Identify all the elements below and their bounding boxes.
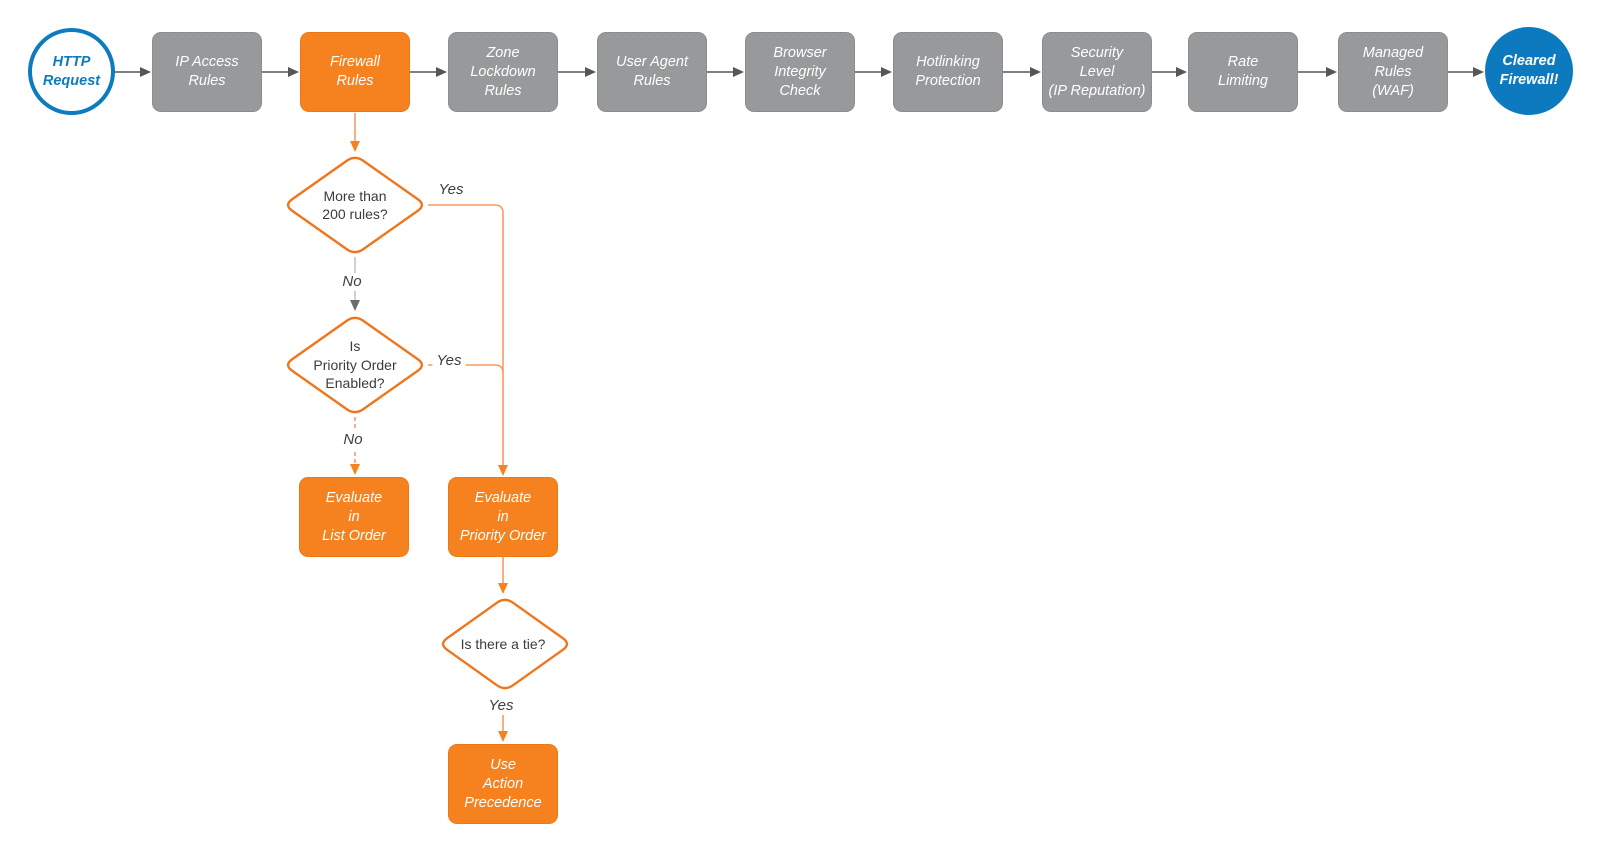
stage-zone-lockdown-rules: Zone Lockdown Rules <box>448 32 558 112</box>
action-label: Use Action Precedence <box>464 756 542 811</box>
edge-label-yes-tie: Yes <box>484 697 518 715</box>
stage-label: Managed Rules (WAF) <box>1362 44 1424 99</box>
action-use-action-precedence: Use Action Precedence <box>448 744 558 824</box>
action-evaluate-in-priority-order: Evaluate in Priority Order <box>448 477 558 557</box>
stage-ip-access-rules: IP Access Rules <box>152 32 262 112</box>
stage-label: Firewall Rules <box>330 54 380 89</box>
stage-rate-limiting: Rate Limiting <box>1188 32 1298 112</box>
start-node-http-request: HTTP Request <box>28 28 115 115</box>
stage-browser-integrity-check: Browser Integrity Check <box>745 32 855 112</box>
diamond-shape <box>441 598 569 690</box>
stage-label: User Agent Rules <box>616 54 688 89</box>
stage-label: Rate Limiting <box>1218 54 1268 89</box>
stage-user-agent-rules: User Agent Rules <box>597 32 707 112</box>
decision-question: More than 200 rules? <box>322 187 388 223</box>
stage-label: Browser Integrity Check <box>773 44 827 99</box>
stage-label: Hotlinking Protection <box>915 54 981 89</box>
edge-label-no-more-than-200: No <box>338 273 366 291</box>
action-label: Evaluate in Priority Order <box>459 489 547 544</box>
diamond-shape <box>286 156 424 254</box>
edge-label-yes-more-than-200: Yes <box>438 181 464 198</box>
stage-label: IP Access Rules <box>175 54 239 89</box>
end-node-cleared-firewall: Cleared Firewall! <box>1485 27 1573 115</box>
decision-question: Is Priority Order Enabled? <box>313 338 397 392</box>
edge-label-no-priority-order: No <box>339 431 367 449</box>
stage-managed-rules-waf: Managed Rules (WAF) <box>1338 32 1448 112</box>
stage-security-level-ip-reputation: Security Level (IP Reputation) <box>1042 32 1152 112</box>
stage-hotlinking-protection: Hotlinking Protection <box>893 32 1003 112</box>
stage-label: Zone Lockdown Rules <box>470 44 536 99</box>
start-node-label: HTTP Request <box>42 53 101 89</box>
action-label: Evaluate in List Order <box>322 489 386 544</box>
edge-label-yes-priority-order: Yes <box>432 352 466 370</box>
decision-more-than-200-rules: More than 200 rules? <box>282 153 428 257</box>
diamond-shape <box>286 316 424 414</box>
decision-question: Is there a tie? <box>460 635 546 652</box>
decision-is-there-a-tie: Is there a tie? <box>437 595 569 693</box>
stage-label: Security Level (IP Reputation) <box>1048 44 1146 99</box>
stage-firewall-rules: Firewall Rules <box>300 32 410 112</box>
end-node-label: Cleared Firewall! <box>1499 53 1559 88</box>
action-evaluate-in-list-order: Evaluate in List Order <box>299 477 409 557</box>
decision-priority-order-enabled: Is Priority Order Enabled? <box>282 313 428 417</box>
